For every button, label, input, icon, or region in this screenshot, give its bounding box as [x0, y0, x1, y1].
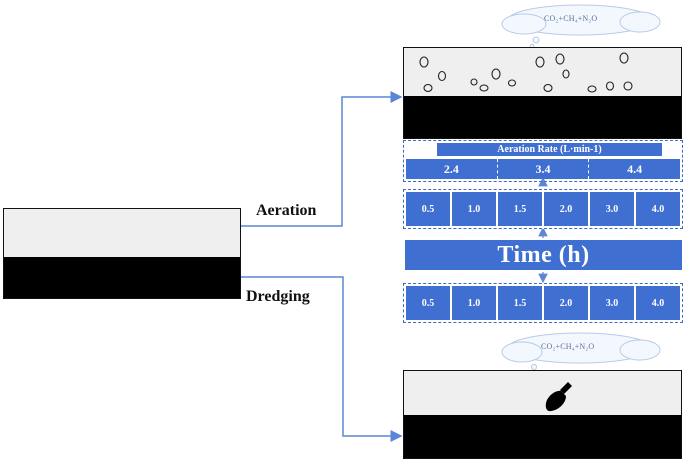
time-value: 2.0: [544, 192, 588, 226]
sediment-layer: [4, 257, 240, 298]
trowel-icon: [545, 382, 572, 412]
aeration-tank: [403, 47, 682, 139]
time-value: 3.0: [590, 192, 634, 226]
dredging-connector: [241, 276, 403, 442]
aeration-rate-band: Aeration Rate (L·min-1) 2.4 3.4 4.4: [403, 140, 683, 182]
aeration-connector: [241, 91, 403, 227]
time-value: 3.0: [590, 286, 634, 320]
aeration-rate-title: Aeration Rate (L·min-1): [437, 143, 662, 156]
dredging-water-layer: [404, 371, 681, 415]
water-layer: [4, 209, 240, 257]
gas-cloud-top: [501, 4, 661, 49]
time-value: 4.0: [636, 286, 680, 320]
aeration-rate-values: 2.4 3.4 4.4: [406, 159, 681, 179]
gas-cloud-bottom: [501, 332, 661, 371]
aeration-rate-value: 3.4: [497, 159, 590, 179]
air-bubbles: [419, 52, 633, 93]
gas-label-bottom: CO₂+CH₄+N₂O: [541, 342, 595, 351]
aeration-label: Aeration: [256, 202, 317, 219]
time-value: 0.5: [406, 192, 450, 226]
time-bar: Time (h): [405, 240, 682, 270]
time-value: 2.0: [544, 286, 588, 320]
aeration-rate-value: 2.4: [406, 159, 498, 179]
time-value: 1.5: [498, 192, 542, 226]
time-value: 1.5: [498, 286, 542, 320]
aeration-sediment-layer: [404, 96, 681, 138]
dredging-sediment-layer: [404, 415, 681, 458]
aeration-rate-value: 4.4: [589, 159, 681, 179]
dredging-label: Dredging: [246, 288, 310, 305]
time-values-lower: 0.5 1.0 1.5 2.0 3.0 4.0: [403, 283, 683, 323]
time-value: 1.0: [452, 286, 496, 320]
initial-sediment-box: [3, 208, 241, 299]
gas-label-top: CO₂+CH₄+N₂O: [544, 14, 598, 23]
time-value: 1.0: [452, 192, 496, 226]
aeration-water-layer: [404, 48, 681, 96]
time-value: 4.0: [636, 192, 680, 226]
time-values-upper: 0.5 1.0 1.5 2.0 3.0 4.0: [403, 189, 683, 229]
dredging-tank: [403, 370, 682, 459]
time-value: 0.5: [406, 286, 450, 320]
